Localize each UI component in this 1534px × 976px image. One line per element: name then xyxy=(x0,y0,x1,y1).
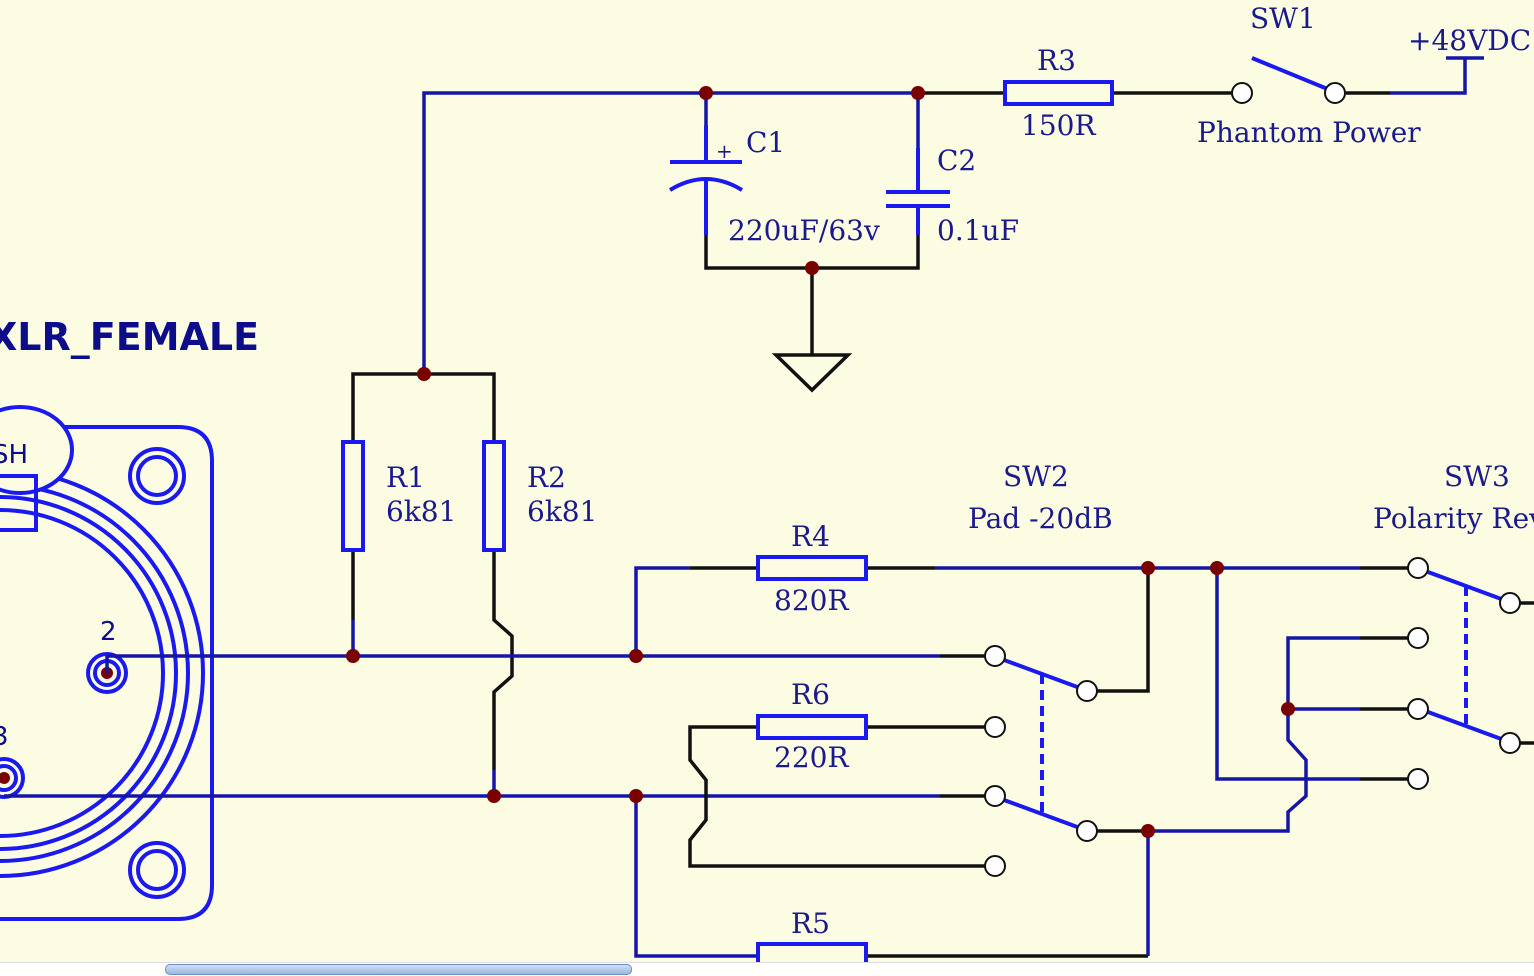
junction-dot xyxy=(1281,702,1295,716)
pin-3-label: 3 xyxy=(0,722,9,752)
c2-designator: C2 xyxy=(937,144,976,177)
sw2-designator: SW2 xyxy=(1003,460,1069,493)
resistor-r2[interactable] xyxy=(482,440,506,552)
junction-dot xyxy=(417,367,431,381)
c1-polarity: + xyxy=(716,139,733,163)
horizontal-scrollbar[interactable] xyxy=(0,962,1534,976)
r2-designator: R2 xyxy=(527,461,566,494)
wire-top-rail xyxy=(422,91,918,374)
wires xyxy=(4,58,1534,958)
switch-sw2[interactable] xyxy=(984,645,1098,877)
r1-value: 6k81 xyxy=(386,495,456,528)
scrollbar-thumb[interactable] xyxy=(165,964,632,975)
junction-dot xyxy=(346,649,360,663)
resistor-r3[interactable] xyxy=(1003,80,1114,106)
junction-dot xyxy=(487,789,501,803)
r3-designator: R3 xyxy=(1037,44,1076,77)
switch-sw3[interactable] xyxy=(1407,557,1521,790)
xlr-connector[interactable] xyxy=(0,405,214,921)
sw1-name: Phantom Power xyxy=(1197,116,1421,149)
r2-value: 6k81 xyxy=(527,495,597,528)
junction-dot xyxy=(911,86,925,100)
r3-value: 150R xyxy=(1021,109,1096,142)
connector-title: XLR_FEMALE xyxy=(0,315,259,359)
junction-dot xyxy=(805,261,819,275)
junction-dot xyxy=(699,86,713,100)
sw3-designator: SW3 xyxy=(1444,460,1510,493)
pin-3-pad[interactable] xyxy=(0,757,25,799)
c1-designator: C1 xyxy=(746,126,785,159)
pin-2-label: 2 xyxy=(100,617,117,647)
junction-dot xyxy=(1141,824,1155,838)
sw3-name: Polarity Reve xyxy=(1373,502,1534,535)
capacitor-c1[interactable] xyxy=(668,125,744,235)
mounting-hole-icon xyxy=(128,447,186,505)
mounting-hole-icon xyxy=(128,841,186,899)
r5-designator: R5 xyxy=(791,907,830,940)
c2-value: 0.1uF xyxy=(937,214,1019,247)
r6-value: 220R xyxy=(774,741,849,774)
sw2-name: Pad -20dB xyxy=(968,502,1113,535)
r4-designator: R4 xyxy=(791,520,830,553)
r1-designator: R1 xyxy=(386,461,425,494)
junction-dot xyxy=(1210,561,1224,575)
r6-designator: R6 xyxy=(791,678,830,711)
junction-dot xyxy=(1141,561,1155,575)
resistor-r1[interactable] xyxy=(341,440,365,552)
power-label: +48VDC xyxy=(1408,24,1531,57)
r4-value: 820R xyxy=(774,584,849,617)
resistor-r4[interactable] xyxy=(756,555,868,581)
capacitor-c2[interactable] xyxy=(886,148,950,235)
shield-pin-label: SH xyxy=(0,440,28,470)
resistor-r6[interactable] xyxy=(756,714,868,740)
junction-dot xyxy=(629,649,643,663)
junctions xyxy=(346,86,1295,838)
switch-sw1[interactable] xyxy=(1231,56,1346,104)
ground-icon xyxy=(771,353,853,393)
junction-dot xyxy=(629,789,643,803)
c1-value: 220uF/63v xyxy=(728,214,880,247)
sw1-designator: SW1 xyxy=(1250,2,1316,35)
